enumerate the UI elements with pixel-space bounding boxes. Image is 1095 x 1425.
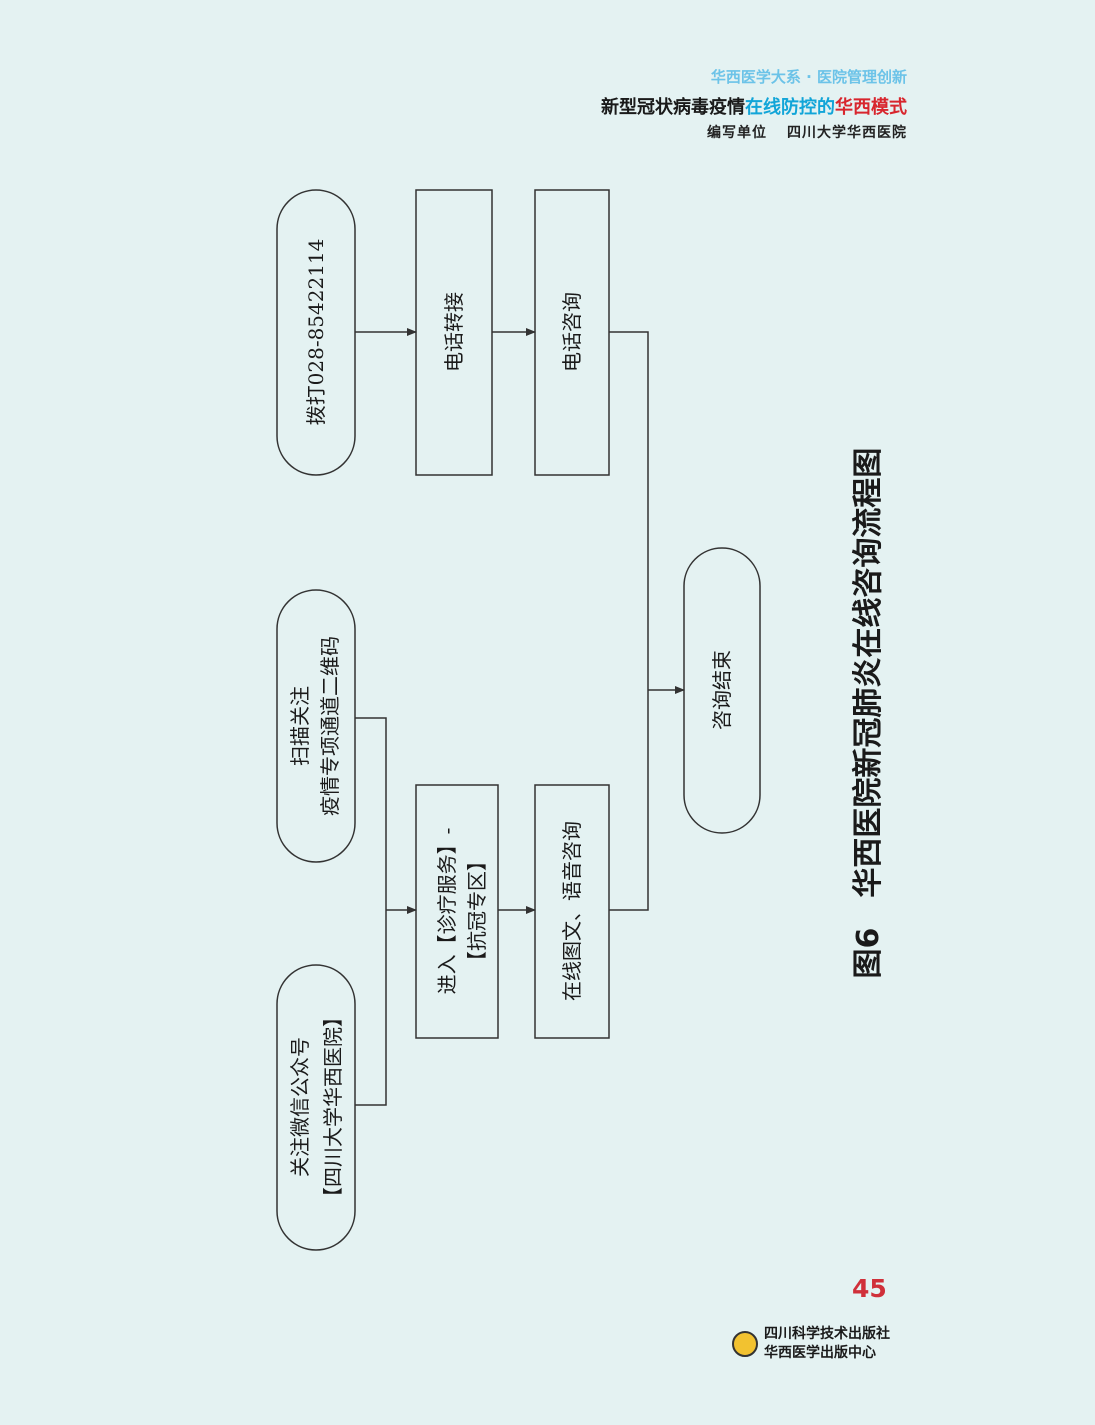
- node-wechat: [276, 964, 356, 1251]
- editor-line: 编写单位 四川大学华西医院: [707, 122, 907, 142]
- book-title: 新型冠状病毒疫情在线防控的华西模式: [601, 93, 907, 119]
- edge-scan-join: [355, 717, 387, 1106]
- scan-label-1: 扫描关注: [288, 686, 312, 766]
- enter-label-1: 进入【诊疗服务】-: [435, 828, 459, 995]
- publisher-name-1: 四川科学技术出版社: [764, 1326, 890, 1342]
- publisher-name-2: 华西医学出版中心: [764, 1345, 876, 1361]
- figure-caption: 图6 华西医院新冠肺炎在线咨询流程图: [851, 448, 886, 979]
- edge-online-merge: [609, 690, 649, 911]
- node-scan: [276, 589, 356, 863]
- book-title-part2: 在线防控的: [745, 97, 835, 118]
- phone-transfer-label: 电话转接: [442, 292, 466, 372]
- phone-start-label: 拨打028-85422114: [304, 239, 328, 426]
- editor-label: 编写单位: [707, 125, 767, 141]
- wechat-label-1: 关注微信公众号: [288, 1037, 312, 1177]
- wechat-label-2: 【四川大学华西医院】: [321, 1007, 345, 1207]
- phone-consult-label: 电话咨询: [560, 292, 584, 372]
- online-consult-label: 在线图文、语音咨询: [560, 821, 584, 1001]
- page-number: 45: [852, 1274, 887, 1303]
- publisher-logo-icon: [732, 1331, 758, 1357]
- enter-label-2: 【抗冠专区】: [465, 851, 489, 971]
- editor-value: 四川大学华西医院: [787, 125, 907, 141]
- book-title-part1: 新型冠状病毒疫情: [601, 97, 745, 118]
- publisher-block: 四川科学技术出版社 华西医学出版中心: [732, 1325, 890, 1363]
- scan-label-2: 疫情专项通道二维码: [318, 636, 342, 816]
- end-label: 咨询结束: [710, 650, 734, 730]
- book-title-part3: 华西模式: [835, 97, 907, 118]
- series-title: 华西医学大系 · 医院管理创新: [710, 68, 907, 86]
- edge-phone-merge: [609, 331, 649, 690]
